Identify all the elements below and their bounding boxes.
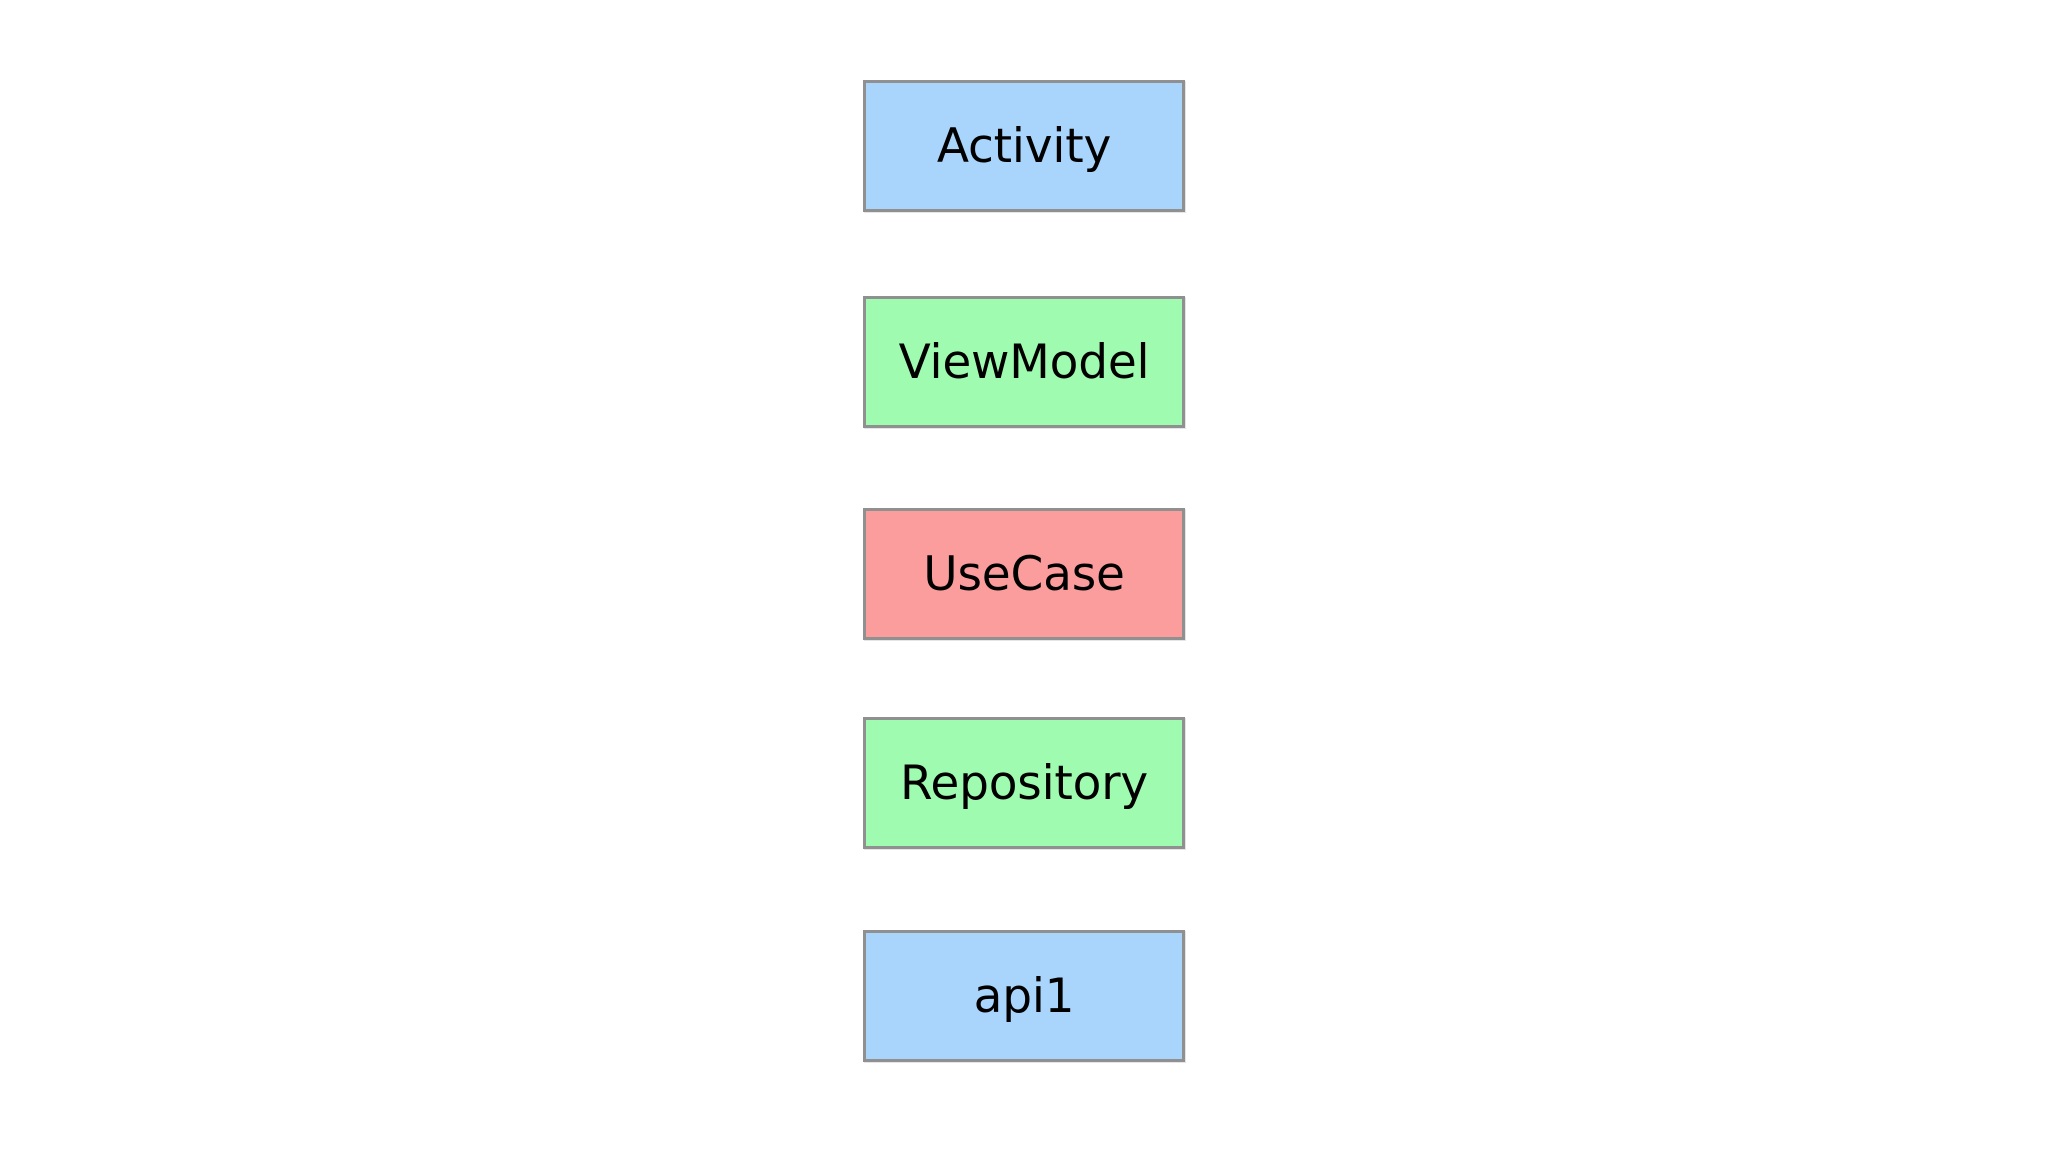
layer-gap-2 (863, 428, 1185, 508)
layer-box-repository[interactable]: Repository (863, 717, 1185, 849)
layer-box-viewmodel[interactable]: ViewModel (863, 296, 1185, 428)
layer-stack: Activity ViewModel UseCase Repository ap… (863, 80, 1185, 1062)
layer-label-repository: Repository (900, 755, 1148, 811)
layer-label-activity: Activity (936, 118, 1112, 174)
layer-gap-3 (863, 640, 1185, 717)
layer-box-usecase[interactable]: UseCase (863, 508, 1185, 640)
layer-gap-1 (863, 212, 1185, 296)
layer-label-usecase: UseCase (923, 546, 1125, 602)
layer-gap-4 (863, 849, 1185, 930)
layer-label-api1: api1 (973, 968, 1075, 1024)
layer-box-api1[interactable]: api1 (863, 930, 1185, 1062)
layer-box-activity[interactable]: Activity (863, 80, 1185, 212)
layer-label-viewmodel: ViewModel (898, 334, 1150, 390)
